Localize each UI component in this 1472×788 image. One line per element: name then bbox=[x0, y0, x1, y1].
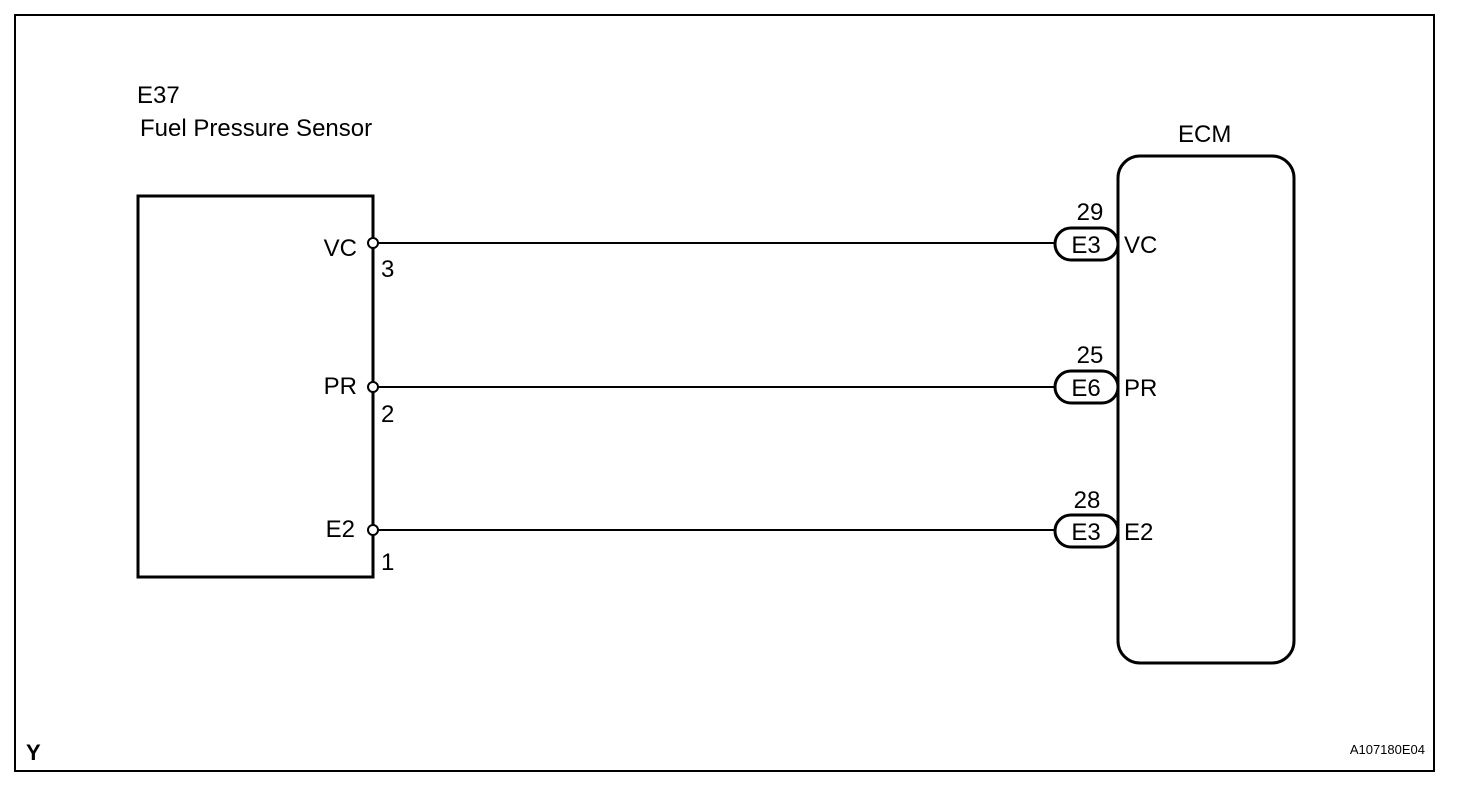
sensor-pin-number: 2 bbox=[381, 401, 394, 428]
ecm-terminal-signal: E2 bbox=[1124, 519, 1153, 546]
ecm-terminal-signal: VC bbox=[1124, 232, 1157, 259]
sensor-code: E37 bbox=[137, 82, 180, 109]
ecm-connector-code: E6 bbox=[1071, 375, 1100, 402]
wire-vc: VC 3 E3 29 VC bbox=[324, 199, 1158, 283]
diagram-frame bbox=[14, 14, 1435, 772]
wire-pr: PR 2 E6 25 PR bbox=[324, 342, 1158, 428]
ecm-connector-code: E3 bbox=[1071, 232, 1100, 259]
ecm-terminal-signal: PR bbox=[1124, 375, 1157, 402]
ecm-box bbox=[1116, 154, 1296, 665]
figure-id: A107180E04 bbox=[1350, 742, 1425, 757]
wire-e2: E2 1 E3 28 E2 bbox=[326, 487, 1154, 576]
sensor-pin-terminal bbox=[367, 524, 379, 536]
ecm-connector-code: E3 bbox=[1071, 519, 1100, 546]
sensor-pin-number: 3 bbox=[381, 256, 394, 283]
ecm-connector bbox=[1053, 226, 1120, 262]
ecm-title: ECM bbox=[1178, 121, 1231, 148]
sensor-name: Fuel Pressure Sensor bbox=[140, 115, 372, 142]
sensor-pin-signal: VC bbox=[324, 235, 357, 262]
sensor-pin-signal: E2 bbox=[326, 516, 355, 543]
ecm-connector bbox=[1053, 513, 1120, 549]
ecm-terminal-number: 25 bbox=[1077, 342, 1104, 369]
footer-left-mark: Y bbox=[26, 740, 41, 765]
ecm-terminal-number: 28 bbox=[1074, 487, 1101, 514]
sensor-pin-signal: PR bbox=[324, 373, 357, 400]
sensor-pin-terminal bbox=[367, 237, 379, 249]
ecm-connector bbox=[1053, 369, 1120, 405]
ecm-terminal-number: 29 bbox=[1077, 199, 1104, 226]
sensor-pin-terminal bbox=[367, 381, 379, 393]
sensor-pin-number: 1 bbox=[381, 549, 394, 576]
